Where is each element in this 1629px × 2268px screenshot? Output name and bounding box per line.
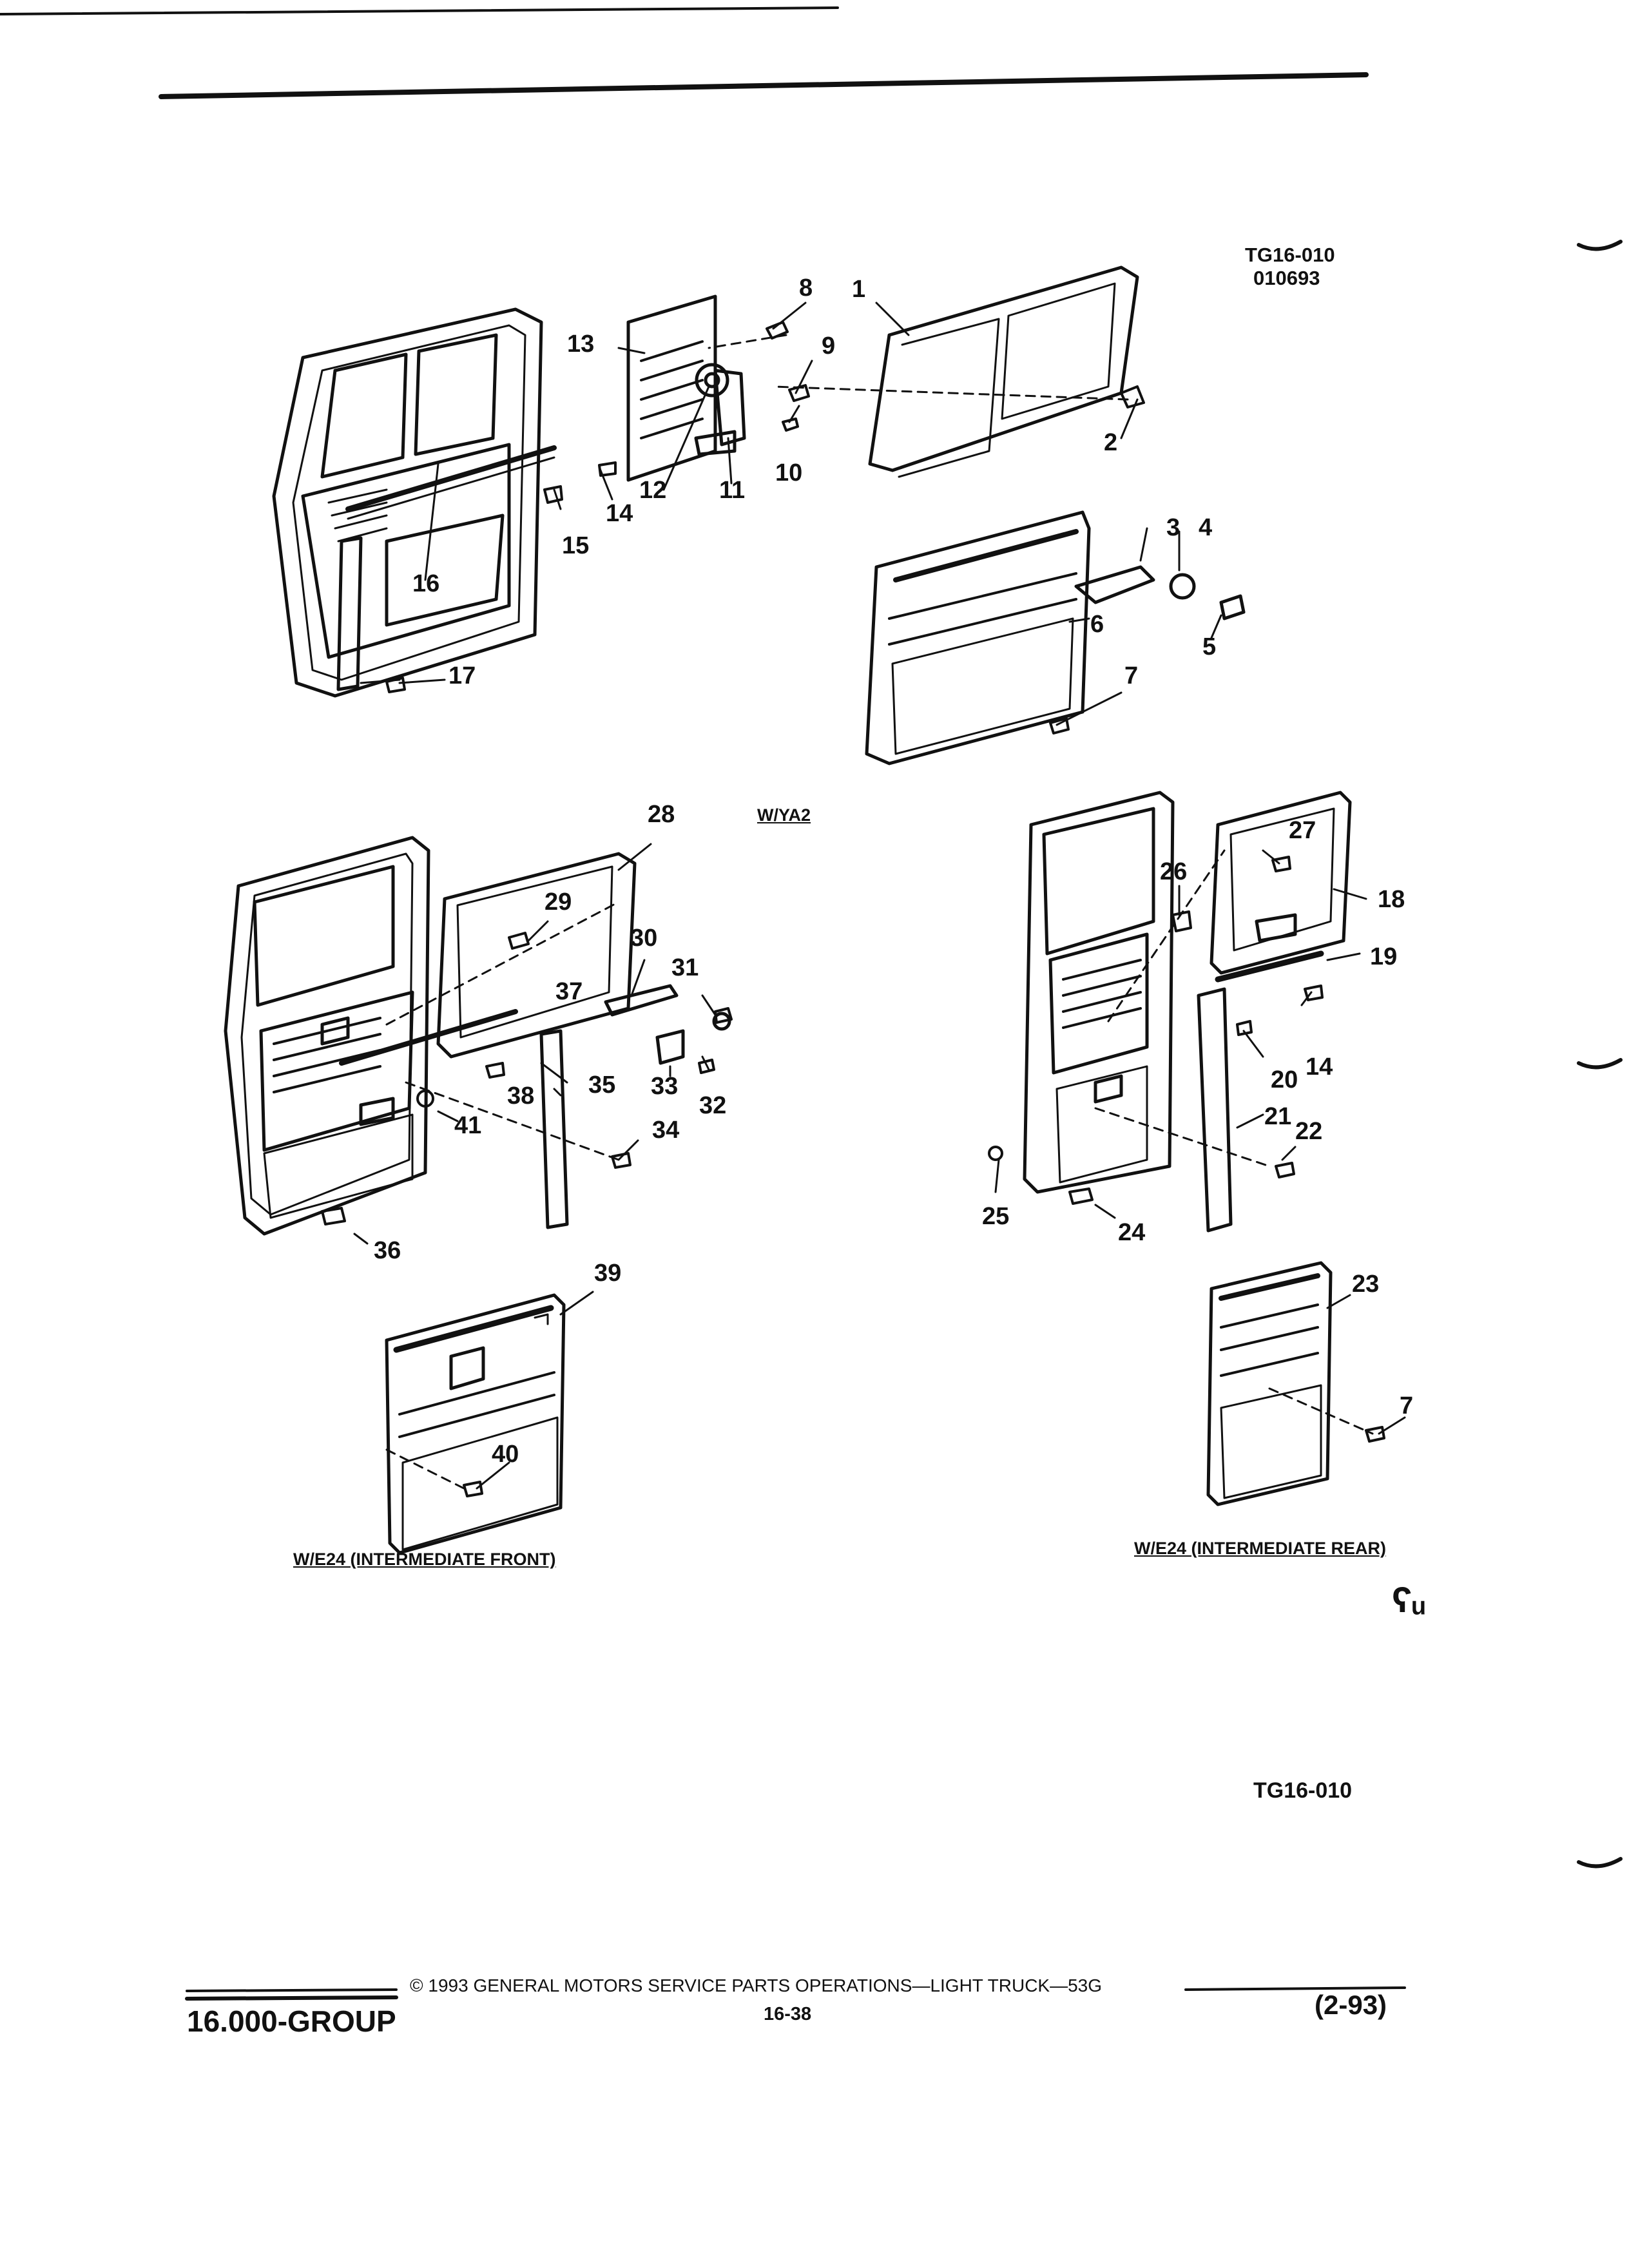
callout-41: 41 — [454, 1112, 482, 1139]
channel-strips-middle — [339, 1009, 569, 1229]
figure-ref-code: TG16-010 — [1245, 244, 1335, 266]
callout-34: 34 — [652, 1117, 680, 1144]
trim-panel-upper-right — [865, 510, 1091, 765]
callout-15: 15 — [562, 532, 590, 559]
callout-29: 29 — [545, 889, 572, 916]
binding-mark — [1577, 1857, 1623, 1869]
fastener-40 — [463, 1481, 483, 1497]
callout-20: 20 — [1271, 1066, 1298, 1093]
callout-16: 16 — [412, 570, 440, 597]
leader-lines-top — [398, 302, 1222, 726]
callout-30: 30 — [630, 925, 658, 952]
window-frame-middle-18 — [1210, 791, 1352, 975]
top-scan-edge — [0, 6, 839, 15]
door-frame-middle-left — [224, 836, 430, 1236]
fasteners-right — [988, 856, 1324, 1205]
callout-23: 23 — [1352, 1271, 1380, 1298]
door-frame-upper-left — [272, 307, 557, 698]
channel-strips-right — [1197, 950, 1324, 1233]
callout-5: 5 — [1202, 633, 1217, 660]
window-panel-upper-right — [868, 265, 1139, 478]
variant-label-ya2: W/YA2 — [757, 805, 811, 825]
inside-handle-parts — [1074, 565, 1246, 620]
trim-panel-lower-left — [385, 1293, 566, 1555]
callout-31: 31 — [671, 954, 699, 981]
regulator-middle — [604, 984, 731, 1065]
callout-27: 27 — [1289, 817, 1316, 844]
footer-rule-group — [185, 1995, 398, 2001]
callout-11: 11 — [719, 477, 746, 504]
leader-lines-middle — [353, 843, 717, 1245]
latch-assembly-upper — [626, 294, 746, 482]
callout-7: 7 — [1124, 662, 1139, 689]
leader-lines-lower-right — [1268, 1294, 1406, 1435]
callout-7-lower: 7 — [1400, 1392, 1414, 1419]
callout-32: 32 — [699, 1092, 727, 1119]
footer-revision: (2-93) — [1315, 1990, 1387, 2020]
callout-38: 38 — [507, 1082, 535, 1110]
binding-mark — [1577, 240, 1623, 251]
binding-mark — [1577, 1058, 1623, 1070]
callout-10: 10 — [775, 459, 803, 486]
callout-26: 26 — [1160, 858, 1188, 885]
footer-group: 16.000-GROUP — [187, 2004, 396, 2038]
callout-14-right: 14 — [1306, 1053, 1333, 1081]
fasteners-top — [385, 321, 1145, 735]
footer-rule-left — [186, 1988, 398, 1992]
variant-label-front: W/E24 (INTERMEDIATE FRONT) — [293, 1550, 556, 1569]
callout-36: 36 — [374, 1237, 401, 1264]
callout-17: 17 — [448, 662, 476, 689]
footer-page-number: 16-38 — [764, 2004, 812, 2024]
callout-8: 8 — [799, 274, 813, 302]
callout-35: 35 — [588, 1072, 616, 1099]
callout-24: 24 — [1118, 1219, 1146, 1246]
callout-13: 13 — [567, 331, 595, 358]
variant-label-rear: W/E24 (INTERMEDIATE REAR) — [1134, 1539, 1387, 1558]
callout-22: 22 — [1295, 1118, 1323, 1145]
leader-lines-lower-left — [385, 1291, 594, 1490]
callout-37: 37 — [555, 978, 583, 1005]
door-frame-middle-right — [1023, 791, 1175, 1194]
callout-9: 9 — [822, 332, 836, 360]
callout-40: 40 — [492, 1441, 519, 1468]
header-rule — [159, 72, 1369, 99]
footer-copyright: © 1993 GENERAL MOTORS SERVICE PARTS OPER… — [410, 1975, 1103, 1995]
callout-18: 18 — [1378, 886, 1405, 913]
figure-ref-date: 010693 — [1253, 267, 1320, 289]
callout-12: 12 — [639, 477, 667, 504]
trim-panel-lower-right — [1206, 1261, 1333, 1506]
bottom-ref-code: TG16-010 — [1253, 1778, 1353, 1803]
callout-14: 14 — [606, 500, 633, 527]
callout-28: 28 — [648, 801, 675, 828]
callout-2: 2 — [1104, 429, 1118, 456]
callout-1: 1 — [852, 276, 866, 303]
footer-rule-right — [1184, 1986, 1406, 1991]
callout-19: 19 — [1370, 943, 1398, 970]
callout-25: 25 — [982, 1203, 1010, 1230]
margin-mark: ʕᵤ — [1392, 1579, 1425, 1620]
fasteners-middle — [321, 932, 733, 1225]
fastener-7-lower — [1365, 1426, 1385, 1443]
callout-39: 39 — [594, 1260, 622, 1287]
callout-33: 33 — [651, 1073, 679, 1100]
leader-lines-right — [994, 849, 1367, 1219]
callout-4: 4 — [1199, 514, 1213, 541]
callout-21: 21 — [1264, 1103, 1292, 1130]
callout-6: 6 — [1090, 611, 1104, 638]
callout-3: 3 — [1166, 514, 1181, 541]
